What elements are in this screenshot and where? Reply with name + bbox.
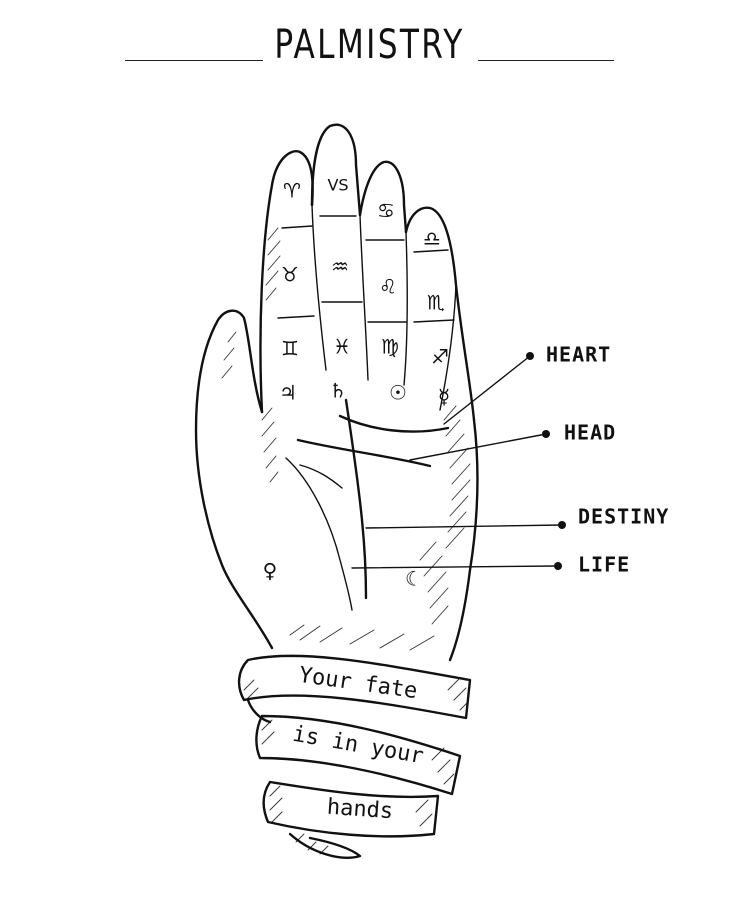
life-label: LIFE bbox=[578, 553, 630, 577]
palm-lines bbox=[285, 398, 450, 611]
hand-hatching bbox=[221, 227, 471, 651]
heart-pointer-dot bbox=[526, 352, 534, 360]
destiny-label: DESTINY bbox=[578, 505, 669, 529]
pisces-icon: ♓ bbox=[333, 335, 351, 359]
mount-symbols: ♃ ♄ ☉ ☿ ♀ ☾ bbox=[263, 379, 450, 591]
jupiter-icon: ♃ bbox=[279, 381, 297, 405]
capricorn-icon: VS bbox=[327, 176, 348, 195]
gemini-icon: ♊ bbox=[281, 337, 299, 361]
venus-icon: ♀ bbox=[263, 559, 278, 583]
head-label: HEAD bbox=[564, 421, 616, 445]
ribbon bbox=[237, 654, 472, 859]
aries-icon: ♈ bbox=[283, 179, 301, 203]
hand-outline bbox=[194, 123, 479, 662]
aquarius-icon: ♒ bbox=[331, 255, 349, 279]
heart-label: HEART bbox=[546, 343, 611, 367]
finger-symbols: ♈ ♉ ♊ VS ♒ ♓ ♋ ♌ ♍ ♎ ♏ ♐ bbox=[281, 176, 449, 369]
page-title: PALMISTRY bbox=[274, 22, 465, 68]
sun-icon: ☉ bbox=[389, 381, 407, 405]
moon-icon: ☾ bbox=[405, 567, 423, 591]
mercury-icon: ☿ bbox=[438, 385, 450, 409]
destiny-line bbox=[344, 398, 368, 600]
head-pointer-dot bbox=[542, 430, 550, 438]
heart-line bbox=[338, 414, 450, 433]
title-rule-left bbox=[125, 60, 263, 61]
ribbon-line-3: hands bbox=[326, 795, 394, 825]
life-pointer-dot bbox=[554, 562, 562, 570]
pointer-lines bbox=[351, 352, 566, 570]
scorpio-icon: ♏ bbox=[427, 291, 445, 315]
saturn-icon: ♄ bbox=[329, 379, 347, 403]
destiny-pointer-dot bbox=[558, 521, 566, 529]
virgo-icon: ♍ bbox=[381, 335, 399, 359]
title-rule-right bbox=[478, 60, 614, 61]
sagittarius-icon: ♐ bbox=[431, 345, 449, 369]
head-line bbox=[296, 438, 432, 468]
life-line bbox=[285, 457, 353, 611]
cancer-icon: ♋ bbox=[377, 199, 395, 223]
libra-icon: ♎ bbox=[423, 227, 441, 251]
leo-icon: ♌ bbox=[379, 275, 397, 299]
taurus-icon: ♉ bbox=[281, 263, 299, 287]
